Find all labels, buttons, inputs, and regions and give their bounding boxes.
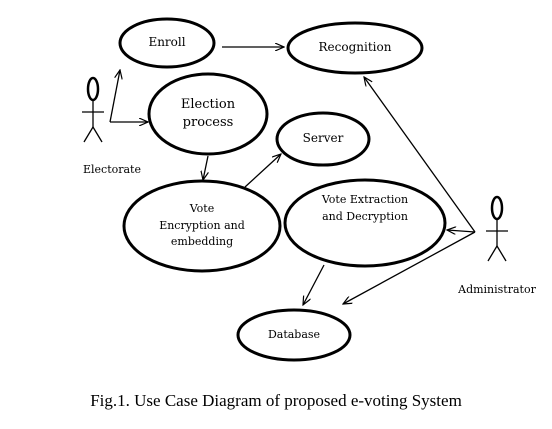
actor-electorate-label: Electorate bbox=[83, 163, 141, 176]
arrow-election-to-encryption bbox=[203, 155, 208, 180]
figure-caption: Fig.1. Use Case Diagram of proposed e-vo… bbox=[90, 391, 462, 410]
use-case-encryption-line-2: Encryption and bbox=[159, 219, 245, 232]
use-case-database: Database bbox=[236, 308, 352, 362]
use-case-election-line-1: Election bbox=[181, 97, 236, 112]
use-case-election-process: Election process bbox=[147, 72, 269, 156]
actor-administrator-label: Administrator bbox=[457, 283, 536, 296]
administrator-head-icon bbox=[490, 195, 504, 221]
use-case-database-label: Database bbox=[268, 328, 320, 341]
use-case-election-line-2: process bbox=[183, 115, 234, 130]
use-case-recognition: Recognition bbox=[286, 21, 424, 75]
use-case-vote-extraction: Vote Extraction and Decryption bbox=[283, 178, 447, 268]
use-case-server: Server bbox=[275, 111, 371, 167]
use-case-server-label: Server bbox=[303, 131, 344, 145]
use-case-enroll: Enroll bbox=[118, 17, 216, 69]
use-case-recognition-label: Recognition bbox=[319, 40, 392, 54]
use-case-encryption-line-1: Vote bbox=[189, 202, 215, 215]
connectors bbox=[109, 47, 476, 305]
actor-administrator bbox=[486, 195, 508, 262]
arrow-encryption-to-server bbox=[244, 154, 281, 188]
arrow-admin-to-extraction bbox=[447, 230, 476, 232]
arrow-admin-to-database bbox=[343, 231, 476, 304]
use-case-enroll-label: Enroll bbox=[148, 35, 185, 49]
use-case-extraction-line-2: and Decryption bbox=[322, 210, 408, 223]
use-case-encryption-line-3: embedding bbox=[171, 235, 233, 248]
arrow-extraction-to-database bbox=[303, 264, 325, 305]
actor-electorate bbox=[82, 76, 104, 143]
use-case-extraction-line-1: Vote Extraction bbox=[321, 193, 408, 206]
arrow-admin-to-recognition bbox=[364, 77, 476, 233]
use-case-vote-encryption: Vote Encryption and embedding bbox=[122, 179, 282, 273]
arrow-electorate-to-enroll bbox=[109, 70, 120, 123]
electorate-head-icon bbox=[86, 76, 100, 102]
